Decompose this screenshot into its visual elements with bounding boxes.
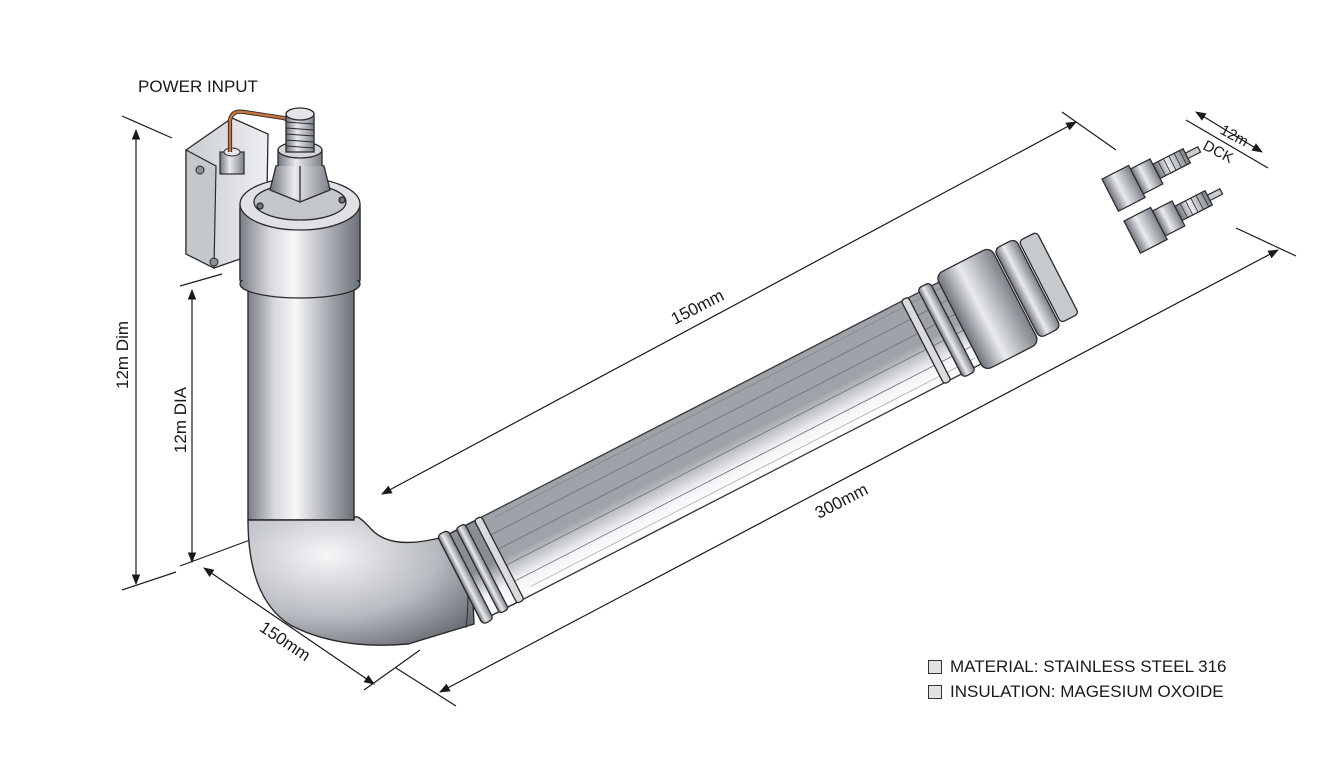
insulation-detail: [474, 264, 1015, 603]
legend-text: INSULATION: MAGESIUM OXOIDE: [950, 682, 1224, 701]
tube-collars: [437, 232, 1078, 624]
diameter-label: 12m DIA: [171, 386, 190, 453]
overall-height-label: 12m Dim: [113, 321, 132, 389]
tube-head: [239, 107, 361, 299]
dimension-lines: [121, 111, 1297, 707]
heater-tube: [247, 263, 1016, 646]
legend: MATERIAL: STAINLESS STEEL 316 INSULATION…: [928, 654, 1227, 704]
right-terminals: [1101, 145, 1224, 254]
legend-item-insulation: INSULATION: MAGESIUM OXOIDE: [928, 679, 1227, 704]
power-input-label: POWER INPUT: [138, 77, 258, 96]
bottom-length-label: 300mm: [812, 480, 871, 523]
legend-swatch: [928, 684, 942, 699]
legend-item-material: MATERIAL: STAINLESS STEEL 316: [928, 654, 1227, 679]
legend-swatch: [928, 659, 942, 674]
top-length-label: 150mm: [668, 286, 727, 329]
legend-text: MATERIAL: STAINLESS STEEL 316: [950, 657, 1227, 676]
